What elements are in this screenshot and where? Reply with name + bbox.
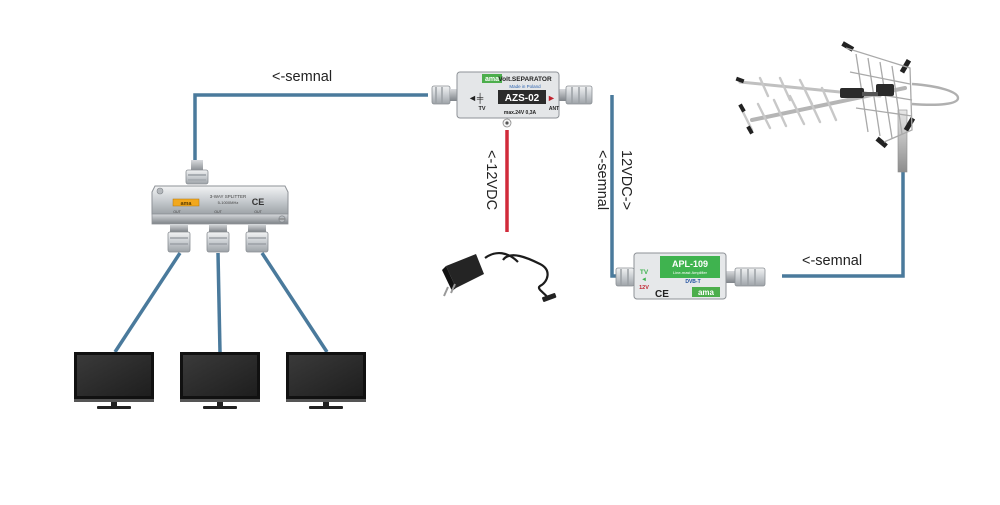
tv-2: [180, 352, 260, 409]
separator-dc-input: [505, 121, 509, 125]
cable-separator-to-splitter: [193, 93, 428, 178]
amplifier-brand-badge: [692, 287, 720, 297]
line-amplifier: APL-109 Line-mast Amplifier DVB-T TV ◄ 1…: [615, 252, 766, 300]
amplifier-band: DVB-T: [685, 279, 700, 285]
separator-origin: Made in Poland: [509, 84, 541, 89]
antenna-head: [840, 88, 864, 98]
splitter-model: 3-WAY SPLITTER: [210, 194, 247, 199]
amplifier-model: APL-109: [672, 259, 708, 269]
splitter-brand-sticker: [172, 198, 200, 207]
splitter-output-ports: [167, 224, 269, 253]
amplifier-subtitle: Line-mast Amplifier: [673, 270, 708, 275]
amplifier-ce-mark: CE: [655, 289, 669, 300]
antenna: [735, 41, 960, 173]
voltage-separator: ama Volt.SEPARATOR Made in Poland AZS-02…: [431, 71, 593, 128]
amplifier-voltage: 12V: [639, 285, 649, 291]
separator-right-arrow: ►: [547, 93, 556, 103]
tv-3: [286, 352, 366, 409]
separator-tv-port-label: TV: [478, 106, 485, 112]
separator-model: AZS-02: [505, 93, 540, 104]
amplifier-tv-label: TV: [640, 269, 649, 276]
separator-brand: ama: [485, 76, 499, 83]
signal-label-top: <-semnal: [272, 69, 333, 85]
signal-label-vertical: <-semnal: [594, 150, 610, 211]
splitter-brand: ama: [180, 201, 192, 207]
power-adapter: [442, 252, 557, 302]
splitter-port-label-3: OUT: [254, 210, 262, 214]
separator-brand-badge: [482, 74, 502, 83]
separator-left-arrows: ◄╪: [468, 92, 484, 104]
splitter: ama 3-WAY SPLITTER 5-1000MHz CE OUT OUT …: [151, 160, 289, 253]
splitter-band: 5-1000MHz: [218, 200, 239, 205]
splitter-port-label-2: OUT: [214, 210, 222, 214]
cable-amplifier-to-antenna: [782, 172, 905, 278]
power-label-12vdc-right: 12VDC->: [618, 150, 634, 211]
amplifier-brand: ama: [698, 288, 715, 297]
power-label-12vdc-left: <-12VDC: [483, 150, 499, 211]
cable-splitter-to-tv-3: [260, 252, 329, 353]
signal-cables: [113, 93, 905, 353]
cable-splitter-to-tv-1: [113, 252, 182, 353]
signal-label-right: <-semnal: [802, 253, 863, 269]
cable-splitter-to-tv-2: [216, 252, 222, 353]
splitter-ce-mark: CE: [252, 197, 265, 207]
separator-rating: max.24V 0,3A: [504, 110, 537, 116]
amplifier-arrow: ◄: [641, 277, 647, 283]
tv-1: [74, 352, 154, 409]
separator-ant-port-label: ANT: [549, 106, 559, 112]
splitter-port-label-1: OUT: [173, 210, 181, 214]
separator-title: Volt.SEPARATOR: [498, 76, 552, 83]
antenna-mast: [897, 109, 908, 173]
